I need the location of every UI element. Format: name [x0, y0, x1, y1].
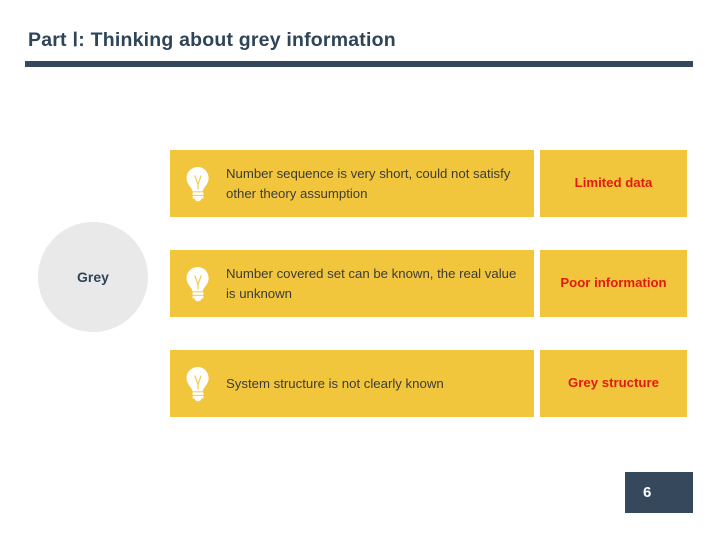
tag-card: Poor information: [540, 250, 687, 317]
statement-card: Number sequence is very short, could not…: [170, 150, 534, 217]
grey-concept-circle: Grey: [38, 222, 148, 332]
tag-text: Limited data: [574, 175, 653, 191]
statement-card: System structure is not clearly known: [170, 350, 534, 417]
statement-text: System structure is not clearly known: [226, 375, 444, 391]
statement-text: Number covered set can be known, the rea…: [226, 265, 517, 301]
lightbulb-icon: [170, 166, 226, 202]
lightbulb-icon: [170, 366, 226, 402]
lightbulb-icon: [170, 266, 226, 302]
page-number: 6: [643, 484, 652, 501]
tag-card: Limited data: [540, 150, 687, 217]
statement-card: Number covered set can be known, the rea…: [170, 250, 534, 317]
page-title: Part Ⅰ: Thinking about grey information: [28, 29, 396, 51]
tag-text: Poor information: [560, 275, 667, 291]
grey-circle-label: Grey: [77, 269, 109, 285]
info-row: System structure is not clearly known Gr…: [170, 350, 687, 417]
page-number-badge: 6: [625, 472, 693, 513]
statement-text: Number sequence is very short, could not…: [226, 165, 511, 201]
tag-card: Grey structure: [540, 350, 687, 417]
info-row: Number sequence is very short, could not…: [170, 150, 687, 217]
tag-text: Grey structure: [568, 375, 659, 391]
title-divider: [25, 61, 693, 67]
info-row: Number covered set can be known, the rea…: [170, 250, 687, 317]
